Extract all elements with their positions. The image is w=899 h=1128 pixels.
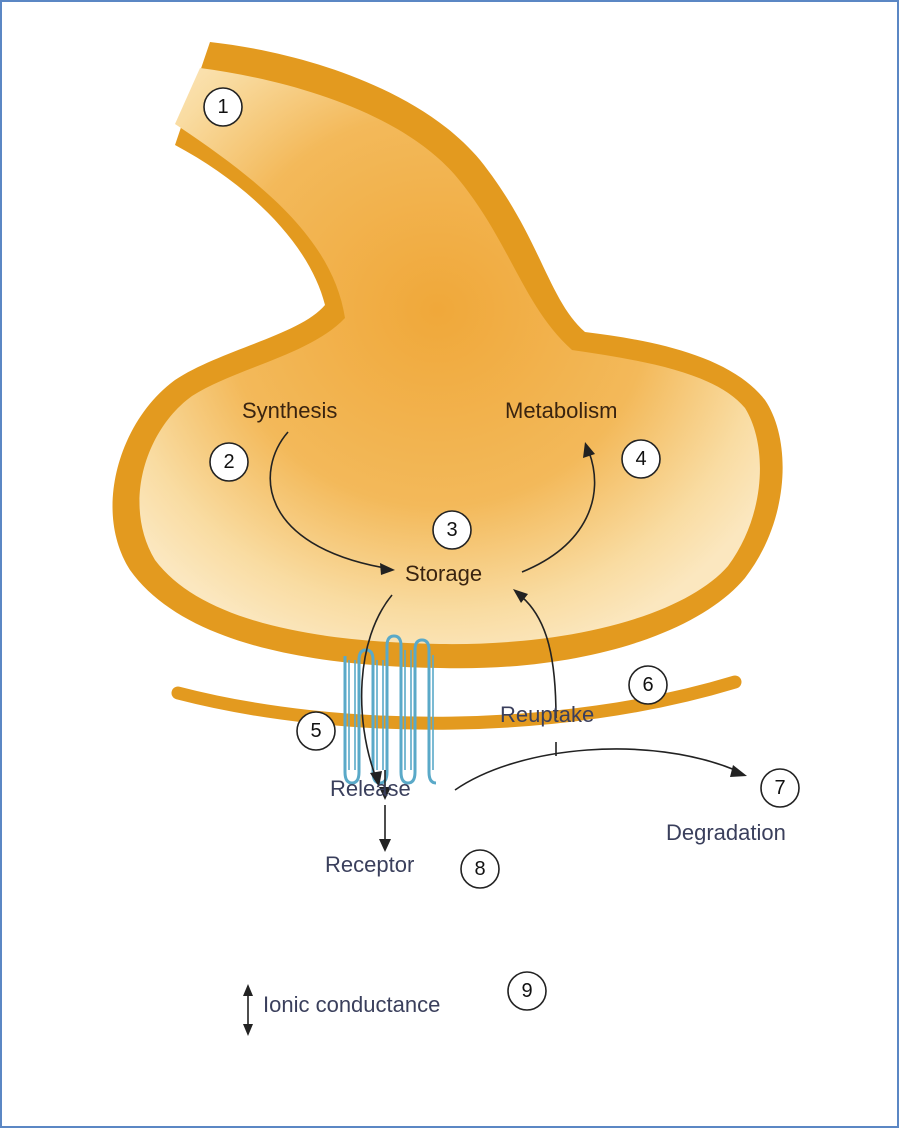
step-2-number: 2 — [223, 451, 234, 473]
receptor-label: Receptor — [325, 852, 414, 877]
reuptake-label: Reuptake — [500, 702, 594, 727]
arrow-release-to-degradation-head — [730, 765, 747, 777]
degradation-label: Degradation — [666, 820, 786, 845]
step-4-number: 4 — [635, 448, 646, 470]
metabolism-label: Metabolism — [505, 398, 617, 423]
step-3-number: 3 — [446, 519, 457, 541]
step-3-marker: 3 — [433, 511, 471, 549]
step-4-marker: 4 — [622, 440, 660, 478]
step-6-marker: 6 — [629, 666, 667, 704]
up-arrow-head — [243, 984, 253, 996]
step-7-marker: 7 — [761, 769, 799, 807]
step-8-marker: 8 — [461, 850, 499, 888]
step-1-marker: 1 — [204, 88, 242, 126]
ionic-conductance-label: Ionic conductance — [263, 992, 440, 1017]
synthesis-label: Synthesis — [242, 398, 337, 423]
step-2-marker: 2 — [210, 443, 248, 481]
arrow-release-to-receptor-head — [379, 839, 391, 852]
step-6-number: 6 — [642, 674, 653, 696]
step-8-number: 8 — [474, 858, 485, 880]
arrow-release-to-degradation — [455, 749, 735, 790]
release-label: Release — [330, 776, 411, 801]
step-9-marker: 9 — [508, 972, 546, 1010]
step-5-marker: 5 — [297, 712, 335, 750]
step-7-number: 7 — [774, 777, 785, 799]
step-9-number: 9 — [521, 980, 532, 1002]
down-arrow-head — [243, 1024, 253, 1036]
step-5-number: 5 — [310, 720, 321, 742]
storage-label: Storage — [405, 561, 482, 586]
step-1-number: 1 — [217, 96, 228, 118]
